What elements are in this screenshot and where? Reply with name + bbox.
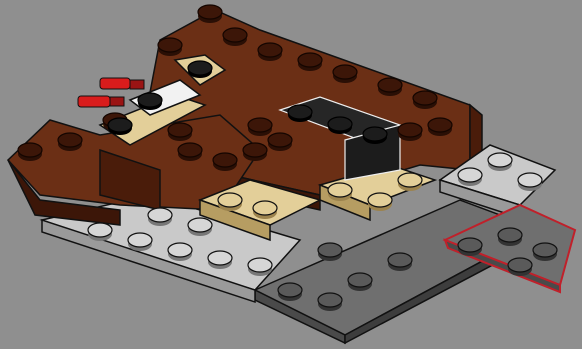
lego-model-illustration: [0, 0, 582, 349]
lego-build-canvas: [0, 0, 582, 349]
